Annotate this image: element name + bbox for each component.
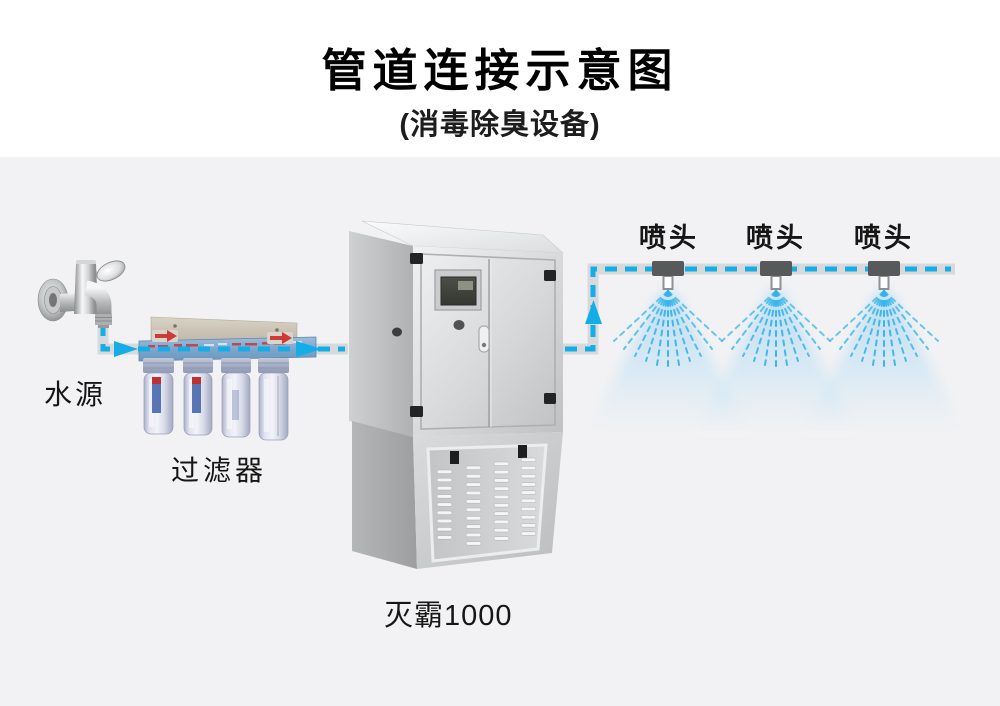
nozzle-stem: [770, 275, 782, 290]
page-subtitle: (消毒除臭设备): [399, 109, 601, 141]
spray-rays: [721, 290, 831, 368]
side-port-hole: [392, 327, 402, 337]
flow-arrow-up-icon: [585, 300, 602, 324]
pipe-left-flow: [100, 324, 345, 357]
nozzle-stem: [878, 275, 890, 290]
door-handle: [478, 325, 490, 353]
hinges: [410, 253, 556, 417]
nozzle-label-3: 喷头: [854, 223, 914, 253]
filter-cartridge: [183, 358, 213, 436]
vent-tab: [450, 451, 459, 464]
filter-cartridge: [221, 358, 251, 438]
filter-cartridges: [143, 358, 289, 441]
faucet-spout: [84, 280, 112, 316]
water-source-label: 水源: [44, 379, 107, 410]
machine-base-side: [352, 421, 417, 569]
door-frame: [420, 253, 556, 430]
spray-nozzle-graphic: [800, 261, 968, 434]
machine-side: [349, 231, 413, 437]
filter-label: 过滤器: [171, 455, 268, 486]
flow-arrow-right-icon: [114, 341, 138, 357]
nozzle-block: [868, 261, 900, 276]
vent-slots: [436, 457, 537, 546]
filter-manifold: [138, 330, 317, 362]
nozzle-stem: [662, 275, 674, 290]
faucet-graphic: [37, 260, 126, 328]
vent-panel: [426, 443, 548, 563]
spray-nozzle-graphic: [692, 261, 860, 434]
faucet-handle: [96, 260, 126, 282]
nozzle-label-1: 喷头: [639, 223, 699, 253]
faucet-aerator: [95, 314, 112, 325]
spray-rays: [829, 290, 939, 368]
outlet-arrow-icon: [270, 332, 292, 344]
inlet-arrow-icon: [155, 330, 177, 342]
flow-arrow-right-icon: [296, 341, 322, 357]
machine-label: 灭霸1000: [384, 600, 513, 632]
nozzle-block: [760, 261, 792, 276]
filter-cartridge: [258, 358, 289, 441]
machine-graphic: [349, 220, 564, 569]
nozzle-label-2: 喷头: [746, 223, 806, 253]
vent-tab: [518, 445, 527, 458]
lock-knob: [453, 320, 465, 330]
nozzles-graphic: [584, 261, 968, 434]
filter-cartridge: [143, 358, 174, 435]
spray-rays: [613, 290, 723, 368]
nozzle-block: [652, 261, 684, 276]
page-title: 管道连接示意图: [321, 45, 679, 96]
spray-nozzle-graphic: [584, 261, 752, 434]
